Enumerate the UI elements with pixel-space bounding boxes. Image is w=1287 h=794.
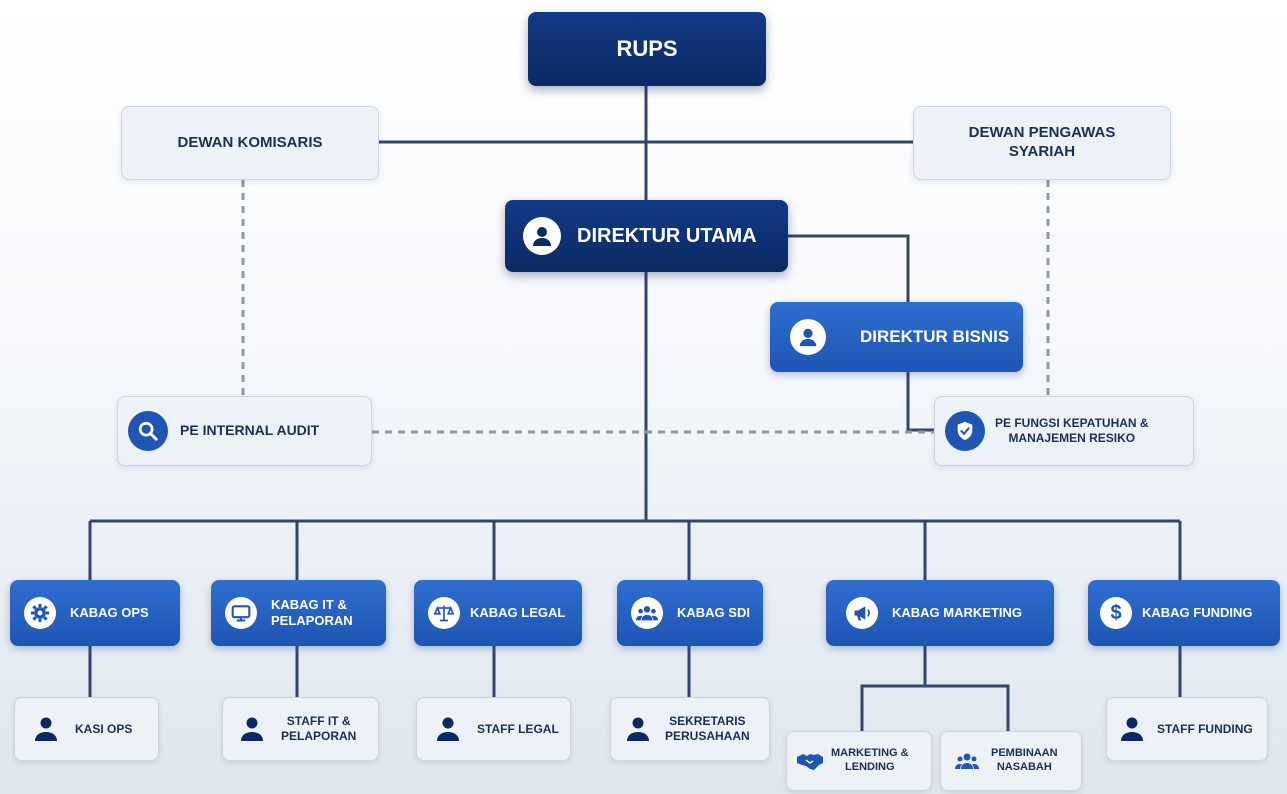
- direktur-bisnis-box: DIREKTUR BISNIS: [770, 302, 1023, 372]
- rups-box: RUPS: [528, 12, 766, 86]
- dollar-icon: $: [1100, 597, 1132, 629]
- dewan-pengawas-syariah-box: DEWAN PENGAWAS SYARIAH: [913, 106, 1171, 180]
- staff-funding-box: STAFF FUNDING: [1106, 697, 1268, 761]
- group-icon: [955, 751, 979, 771]
- kabag-funding-label: KABAG FUNDING: [1142, 604, 1253, 620]
- marketing-split-line: [860, 684, 1010, 732]
- dirbis-kepatuhan-line: [906, 372, 934, 432]
- pembinaan-nasabah-box: PEMBINAAN NASABAH: [940, 731, 1082, 791]
- user-icon: [790, 319, 826, 355]
- monitor-icon: [225, 597, 257, 629]
- pe-internal-audit-label: PE INTERNAL AUDIT: [180, 422, 320, 439]
- kabag-marketing-label: KABAG MARKETING: [892, 604, 1022, 620]
- dewan-komisaris-box: DEWAN KOMISARIS: [121, 106, 379, 180]
- kabag-ops-label: KABAG OPS: [70, 604, 149, 620]
- staff-it-line-2: PELAPORAN: [281, 729, 357, 743]
- scale-icon: [428, 597, 460, 629]
- person-icon: [627, 717, 649, 741]
- rups-label: RUPS: [616, 36, 678, 62]
- group-icon: [631, 597, 663, 629]
- staff-funding-label: STAFF FUNDING: [1157, 721, 1253, 736]
- kabag-sdi-label: KABAG SDI: [677, 604, 750, 620]
- dirut-dirbis-line: [788, 234, 910, 302]
- staff-legal-label: STAFF LEGAL: [477, 721, 559, 736]
- gear-icon: [24, 597, 56, 629]
- person-icon: [35, 717, 57, 741]
- person-icon: [437, 717, 459, 741]
- staff-it-box: STAFF IT & PELAPORAN: [222, 697, 379, 761]
- kasi-ops-label: KASI OPS: [75, 721, 133, 736]
- pe-fungsi-line-2: MANAJEMEN RESIKO: [1008, 431, 1136, 445]
- staff-it-line-1: STAFF IT &: [286, 714, 351, 728]
- pe-fungsi-line-1: PE FUNGSI KEPATUHAN &: [995, 416, 1149, 430]
- dewan-pengawas-line-1: DEWAN PENGAWAS: [968, 124, 1116, 142]
- kabag-funding-box: $ KABAG FUNDING: [1088, 580, 1280, 646]
- pe-internal-audit-box: PE INTERNAL AUDIT: [117, 396, 372, 466]
- pembinaan-line-1: PEMBINAAN: [991, 747, 1058, 760]
- kabag-it-box: KABAG IT & PELAPORAN: [211, 580, 386, 646]
- pembinaan-line-2: NASABAH: [996, 761, 1052, 773]
- direktur-utama-label: DIREKTUR UTAMA: [577, 224, 757, 247]
- kabag-it-line-2: PELAPORAN: [271, 613, 353, 628]
- sekretaris-line-2: PERUSAHAAN: [665, 729, 750, 743]
- kabag-legal-label: KABAG LEGAL: [470, 604, 566, 620]
- kabag-marketing-box: KABAG MARKETING: [826, 580, 1054, 646]
- dewan-komisaris-label: DEWAN KOMISARIS: [177, 133, 323, 151]
- kabag-legal-box: KABAG LEGAL: [414, 580, 582, 646]
- kabag-sdi-box: KABAG SDI: [617, 580, 763, 646]
- user-icon: [523, 217, 561, 255]
- search-icon: [128, 411, 168, 451]
- shield-check-icon: [945, 411, 985, 451]
- pe-fungsi-kepatuhan-box: PE FUNGSI KEPATUHAN & MANAJEMEN RESIKO: [934, 396, 1194, 466]
- person-icon: [1121, 717, 1143, 741]
- kasi-ops-box: KASI OPS: [14, 697, 159, 761]
- direktur-utama-box: DIREKTUR UTAMA: [505, 200, 788, 272]
- dewan-pengawas-line-2: SYARIAH: [1008, 143, 1076, 160]
- staff-legal-box: STAFF LEGAL: [416, 697, 571, 761]
- sekretaris-line-1: SEKRETARIS: [669, 714, 746, 728]
- megaphone-icon: [846, 597, 878, 629]
- marketing-lending-box: MARKETING & LENDING: [786, 731, 932, 791]
- handshake-icon: [797, 751, 823, 771]
- kabag-ops-box: KABAG OPS: [10, 580, 180, 646]
- marketing-lending-line-1: MARKETING &: [831, 747, 909, 760]
- person-icon: [241, 717, 263, 741]
- sekretaris-box: SEKRETARIS PERUSAHAAN: [610, 697, 770, 761]
- marketing-lending-line-2: LENDING: [845, 761, 895, 773]
- direktur-bisnis-label: DIREKTUR BISNIS: [860, 327, 1010, 347]
- kabag-it-line-1: KABAG IT &: [271, 596, 347, 612]
